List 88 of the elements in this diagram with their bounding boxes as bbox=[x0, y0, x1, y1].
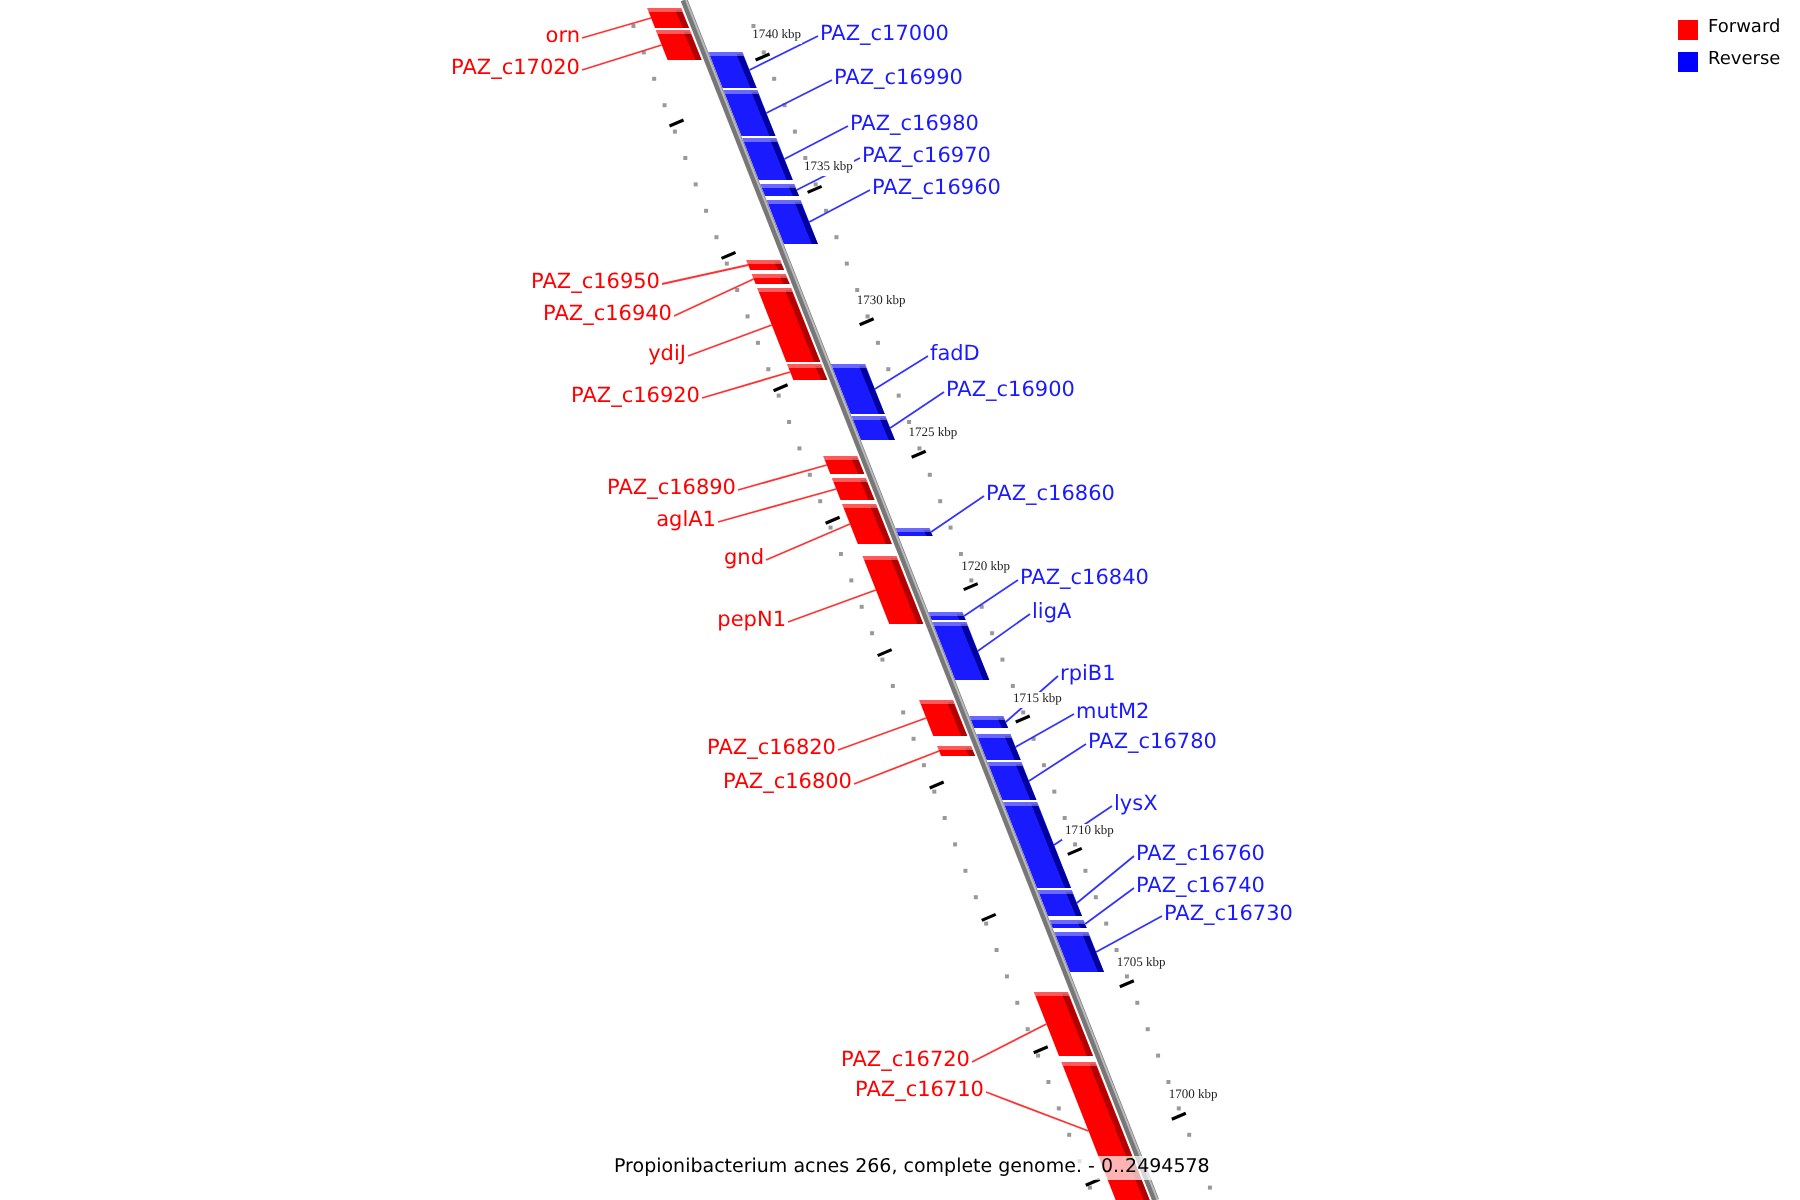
leader-line bbox=[963, 579, 1019, 617]
gene-label: PAZ_c16720 bbox=[841, 1048, 970, 1074]
gene-label: aglA1 bbox=[656, 508, 716, 534]
gene-block bbox=[760, 184, 800, 196]
leader-line bbox=[673, 278, 755, 317]
gene-label: PAZ_c16710 bbox=[855, 1078, 984, 1104]
leader-line bbox=[985, 1091, 1090, 1132]
leader-line bbox=[783, 125, 849, 160]
leader-line bbox=[748, 35, 819, 71]
gene-label: PAZ_c16960 bbox=[872, 176, 1001, 202]
gene-label: PAZ_c16890 bbox=[607, 476, 736, 502]
leader-line bbox=[765, 79, 833, 114]
gene-label: gnd bbox=[724, 546, 764, 572]
gene-label: PAZ_c16940 bbox=[543, 302, 672, 328]
leader-line bbox=[765, 523, 851, 561]
gene-block bbox=[1054, 932, 1104, 972]
leader-line bbox=[787, 589, 877, 623]
gene-block bbox=[976, 734, 1021, 760]
leader-line bbox=[889, 391, 945, 429]
leader-line bbox=[1014, 713, 1075, 748]
gene-label: pepN1 bbox=[717, 608, 786, 634]
gene-block bbox=[766, 200, 818, 244]
gene-block bbox=[842, 504, 892, 544]
gene-label: PAZ_c16820 bbox=[707, 736, 836, 762]
gene-label: PAZ_c16920 bbox=[571, 384, 700, 410]
leader-line bbox=[808, 189, 871, 223]
leader-line bbox=[737, 464, 828, 491]
gene-label: lysX bbox=[1114, 792, 1158, 818]
gene-block bbox=[787, 364, 828, 380]
leader-line bbox=[1028, 743, 1087, 782]
gene-block bbox=[895, 528, 933, 536]
leader-line bbox=[1095, 915, 1163, 953]
gene-label: PAZ_c16800 bbox=[723, 770, 852, 796]
gene-block bbox=[1037, 890, 1082, 916]
leader-line bbox=[661, 264, 750, 285]
gene-label: mutM2 bbox=[1076, 700, 1150, 726]
gene-label: PAZ_c16990 bbox=[834, 66, 963, 92]
gene-block bbox=[937, 746, 976, 756]
gene-block bbox=[987, 762, 1037, 800]
gene-block bbox=[746, 260, 785, 270]
caption: Propionibacterium acnes 266, complete genome. - 0..2494578 bbox=[612, 1156, 1212, 1180]
gene-block bbox=[928, 612, 966, 620]
leader-line bbox=[687, 324, 773, 357]
legend-label: Reverse bbox=[1708, 50, 1781, 72]
leader-line bbox=[717, 488, 838, 523]
gene-block bbox=[1033, 992, 1093, 1056]
leader-line bbox=[971, 1023, 1048, 1063]
gene-label: PAZ_c17020 bbox=[451, 56, 580, 82]
gene-label: PAZ_c16760 bbox=[1136, 842, 1265, 868]
gene-label: rpiB1 bbox=[1060, 662, 1116, 688]
gene-label: PAZ_c16900 bbox=[946, 378, 1075, 404]
gene-label: PAZ_c16730 bbox=[1164, 902, 1293, 928]
gene-label: orn bbox=[545, 24, 580, 50]
gene-block bbox=[969, 716, 1009, 728]
gene-block bbox=[1049, 920, 1087, 928]
leader-line bbox=[853, 750, 941, 785]
gene-block bbox=[742, 138, 793, 180]
gene-block bbox=[708, 52, 757, 88]
legend-label: Forward bbox=[1708, 18, 1781, 40]
leader-line bbox=[701, 371, 792, 399]
leader-line bbox=[581, 17, 652, 39]
gene-label: PAZ_c16970 bbox=[862, 144, 991, 170]
gene-label: PAZ_c16780 bbox=[1088, 730, 1217, 756]
leader-line bbox=[581, 44, 663, 71]
gene-block bbox=[823, 456, 865, 474]
gene-block bbox=[751, 274, 790, 284]
gene-label: PAZ_c16860 bbox=[986, 482, 1115, 508]
gene-label: PAZ_c16740 bbox=[1136, 874, 1265, 900]
gene-label: ydiJ bbox=[648, 342, 686, 368]
gene-label: PAZ_c16840 bbox=[1020, 566, 1149, 592]
leader-line bbox=[874, 355, 929, 390]
gene-block bbox=[862, 556, 924, 624]
leader-line bbox=[1076, 855, 1135, 904]
leader-line bbox=[1084, 887, 1135, 925]
gene-label: ligA bbox=[1032, 600, 1072, 626]
gene-block bbox=[723, 90, 776, 136]
gene-label: PAZ_c16980 bbox=[850, 112, 979, 138]
gene-block bbox=[831, 478, 875, 500]
gene-block bbox=[655, 30, 702, 60]
gene-block bbox=[647, 8, 689, 28]
gene-label: fadD bbox=[930, 342, 980, 368]
gene-label: PAZ_c16950 bbox=[531, 270, 660, 296]
gene-label: PAZ_c17000 bbox=[820, 22, 949, 48]
gene-block bbox=[919, 700, 968, 736]
leader-line bbox=[976, 613, 1031, 652]
leader-line bbox=[837, 717, 928, 751]
gene-block bbox=[851, 416, 895, 440]
leader-line bbox=[930, 495, 985, 533]
